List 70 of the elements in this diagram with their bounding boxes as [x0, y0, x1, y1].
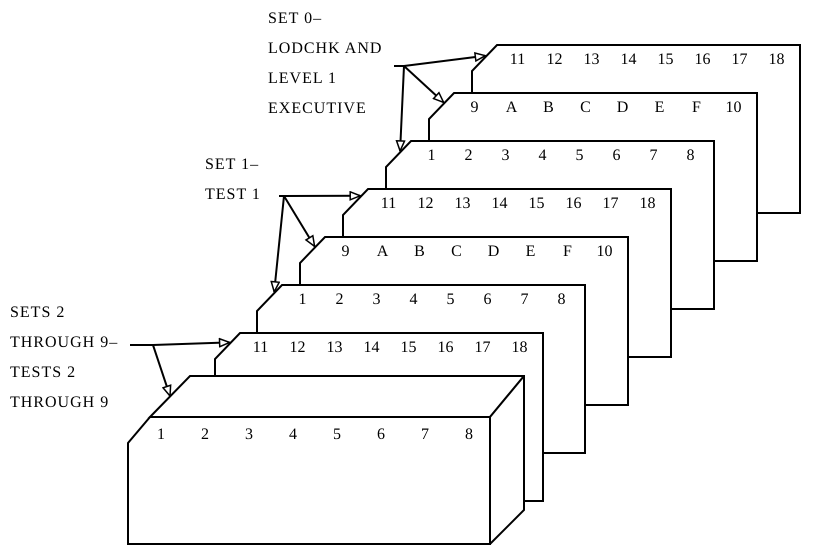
- column-number: 18: [638, 194, 656, 214]
- column-number: 2: [200, 425, 210, 445]
- column-number: 16: [564, 194, 582, 214]
- column-number: 17: [474, 338, 492, 358]
- column-number: 13: [326, 338, 344, 358]
- column-number: 11: [508, 50, 526, 70]
- column-number: 3: [372, 290, 382, 310]
- column-number: D: [486, 242, 500, 262]
- column-number: 7: [520, 290, 530, 310]
- column-number: C: [450, 242, 463, 262]
- column-number: 4: [288, 425, 298, 445]
- column-number: 4: [408, 290, 418, 310]
- column-number: 5: [332, 425, 342, 445]
- column-number: F: [562, 242, 573, 262]
- column-number: 11: [380, 194, 398, 214]
- column-number: D: [616, 98, 630, 118]
- column-number: 6: [612, 146, 622, 166]
- column-number: 15: [656, 50, 674, 70]
- column-number: 7: [648, 146, 658, 166]
- column-number: 6: [376, 425, 386, 445]
- column-number: 4: [538, 146, 548, 166]
- set-label: SET 0– LODCHK AND LEVEL 1 EXECUTIVE: [268, 4, 394, 124]
- column-number: 2: [464, 146, 474, 166]
- column-number: 6: [482, 290, 492, 310]
- column-number: 5: [446, 290, 456, 310]
- column-number: 12: [288, 338, 306, 358]
- column-number: 15: [528, 194, 546, 214]
- column-number: 8: [556, 290, 566, 310]
- column-number: 10: [724, 98, 742, 118]
- column-number: 14: [490, 194, 508, 214]
- column-number: C: [579, 98, 592, 118]
- column-number: 14: [620, 50, 638, 70]
- column-number: 10: [596, 242, 614, 262]
- column-number: B: [413, 242, 426, 262]
- column-number: 8: [686, 146, 696, 166]
- column-number: 17: [602, 194, 620, 214]
- column-number: 16: [436, 338, 454, 358]
- column-number: 15: [400, 338, 418, 358]
- column-number: 3: [500, 146, 510, 166]
- column-number: F: [691, 98, 702, 118]
- column-number: 9: [470, 98, 480, 118]
- column-number: 8: [464, 425, 474, 445]
- set-label: SETS 2 THROUGH 9– TESTS 2 THROUGH 9: [10, 298, 130, 418]
- column-number: 3: [244, 425, 254, 445]
- column-number: 12: [416, 194, 434, 214]
- column-number: 18: [768, 50, 786, 70]
- column-number: 2: [334, 290, 344, 310]
- column-number: 1: [298, 290, 308, 310]
- column-number: B: [542, 98, 555, 118]
- set-label: SET 1– TEST 1: [205, 150, 279, 210]
- arrow: [394, 65, 406, 152]
- column-number: A: [504, 98, 518, 118]
- column-number: 18: [510, 338, 528, 358]
- arrow: [270, 195, 286, 293]
- column-number: 5: [574, 146, 584, 166]
- column-number: E: [524, 242, 536, 262]
- column-number: 13: [582, 50, 600, 70]
- column-number: E: [654, 98, 666, 118]
- column-number: 13: [454, 194, 472, 214]
- column-number: 14: [362, 338, 380, 358]
- column-number: 12: [546, 50, 564, 70]
- column-number: 16: [694, 50, 712, 70]
- column-number: 17: [730, 50, 748, 70]
- column-number: 1: [156, 425, 166, 445]
- column-number: 1: [426, 146, 436, 166]
- column-number: A: [376, 242, 390, 262]
- arrow: [130, 344, 172, 397]
- column-number: 7: [420, 425, 430, 445]
- column-number: 9: [340, 242, 350, 262]
- column-number: 11: [252, 338, 270, 358]
